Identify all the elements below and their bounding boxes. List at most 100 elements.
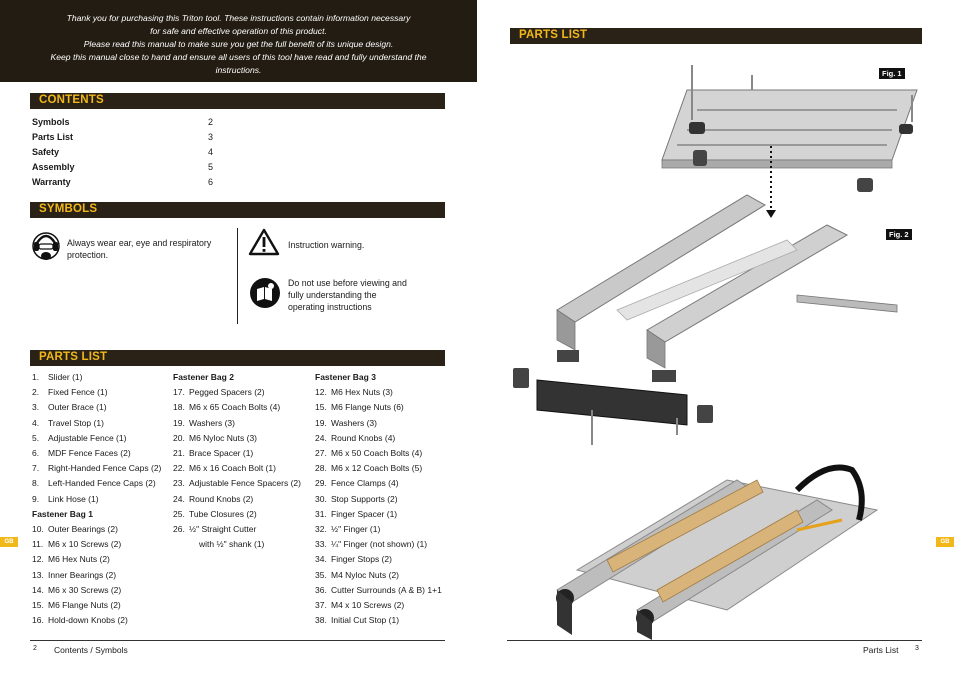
part-name: Adjustable Fence Spacers (2): [189, 478, 301, 489]
part-name: M6 x 12 Coach Bolts (5): [331, 463, 423, 474]
part-number: 36.: [315, 584, 327, 595]
parts-list-item: 36. Cutter Surrounds (A & B) 1+1: [315, 583, 442, 598]
part-name: Round Knobs (4): [331, 432, 396, 443]
parts-list-item: 7.Right-Handed Fence Caps (2): [32, 461, 161, 476]
fastener-bag-heading: Fastener Bag 1: [32, 508, 93, 519]
part-number: 29.: [315, 478, 327, 489]
part-name: M6 Flange Nuts (6): [331, 402, 404, 413]
part-number: 12.: [32, 554, 44, 565]
part-name: with ½" shank (1): [199, 539, 265, 550]
parts-list-item: 24. Round Knobs (2): [173, 492, 301, 507]
part-number: 31.: [315, 508, 327, 519]
contents-label: Parts List: [32, 132, 74, 142]
intro-line: instructions.: [215, 65, 262, 75]
symbols-divider: [237, 228, 238, 324]
contents-heading: CONTENTS: [39, 94, 104, 106]
parts-list-item: 18.M6 x 65 Coach Bolts (4): [173, 400, 301, 415]
part-name: Left-Handed Fence Caps (2): [48, 478, 156, 489]
footer-section-right: Parts List: [863, 645, 899, 655]
part-number: 3.: [32, 402, 40, 413]
part-name: ¼" Finger (not shown) (1): [331, 539, 428, 550]
part-name: Outer Brace (1): [48, 402, 107, 413]
parts-list-item: 38.Initial Cut Stop (1): [315, 613, 442, 628]
parts-list-item: 23.Adjustable Fence Spacers (2): [173, 476, 301, 491]
part-number: 6.: [32, 448, 40, 459]
parts-list-item: 4.Travel Stop (1): [32, 416, 161, 431]
part-number: 27.: [315, 448, 327, 459]
part-name: ½" Straight Cutter: [189, 524, 257, 535]
parts-list-item: 15.M6 Flange Nuts (2): [32, 598, 161, 613]
part-number: 33.: [315, 539, 327, 550]
parts-list-item: 17.Pegged Spacers (2): [173, 385, 301, 400]
part-number: 15.: [315, 402, 327, 413]
part-number: 38.: [315, 615, 327, 626]
exploded-parts-diagram: [513, 65, 918, 640]
right-parts-list-heading: PARTS LIST: [519, 29, 588, 41]
part-name: M6 x 50 Coach Bolts (4): [331, 448, 423, 459]
part-name: M6 x 10 Screws (2): [48, 539, 122, 550]
fastener-bag-heading: Fastener Bag 2: [173, 372, 234, 382]
part-name: M6 Flange Nuts (2): [48, 600, 121, 611]
part-name: M6 x 16 Coach Bolt (1): [189, 463, 276, 474]
part-number: 30.: [315, 493, 327, 504]
part-number: 24.: [173, 493, 185, 504]
part-number: 4.: [32, 417, 40, 428]
part-number: 14.: [32, 584, 44, 595]
part-number: 25.: [173, 508, 185, 519]
hold-down-knobs-illustration: [689, 65, 913, 192]
fastener-bag-heading: Fastener Bag 3: [315, 372, 376, 382]
parts-list-item: 30.Stop Supports (2): [315, 492, 442, 507]
parts-list-heading-bar: PARTS LIST: [30, 350, 445, 366]
part-name: ½" Finger (1): [331, 524, 381, 535]
part-number: 20.: [173, 432, 185, 443]
contents-page: 4: [208, 147, 214, 157]
parts-list-heading: PARTS LIST: [39, 351, 108, 363]
part-name: Pegged Spacers (2): [189, 387, 265, 398]
part-name: M6 x 65 Coach Bolts (4): [189, 402, 281, 413]
part-number: 35.: [315, 569, 327, 580]
read-manual-text: Do not use before viewing and fully unde…: [288, 278, 407, 312]
part-name: Fence Clamps (4): [331, 478, 399, 489]
part-number: 26.: [173, 524, 185, 535]
parts-list-item: 10.Outer Bearings (2): [32, 522, 161, 537]
parts-list-item: 3. Outer Brace (1): [32, 400, 161, 415]
part-number: 8.: [32, 478, 40, 489]
part-name: M6 Hex Nuts (3): [331, 387, 393, 398]
parts-list-item: 20. M6 Nyloc Nuts (3): [173, 431, 301, 446]
part-number: 24.: [315, 432, 327, 443]
part-name: M4 x 10 Screws (2): [331, 600, 405, 611]
parts-list-item: 28.M6 x 12 Coach Bolts (5): [315, 461, 442, 476]
parts-list-item: 2.Fixed Fence (1): [32, 385, 161, 400]
parts-list-item: with ½" shank (1): [173, 537, 301, 552]
part-number: 34.: [315, 554, 327, 565]
symbols-heading: SYMBOLS: [39, 203, 98, 215]
part-name: M6 Nyloc Nuts (3): [189, 432, 258, 443]
part-name: Right-Handed Fence Caps (2): [48, 463, 162, 474]
parts-list-item: 9.Link Hose (1): [32, 492, 161, 507]
read-manual-icon: [250, 278, 280, 308]
part-name: Link Hose (1): [48, 493, 99, 504]
footer-section-left: Contents / Symbols: [54, 645, 128, 655]
outer-brace-illustration: [513, 350, 713, 445]
part-name: Finger Stops (2): [331, 554, 392, 565]
part-number: 21.: [173, 448, 185, 459]
part-name: Cutter Surrounds (A & B) 1+1: [331, 584, 442, 595]
parts-list-item: 33. ¼" Finger (not shown) (1): [315, 537, 442, 552]
parts-list-item: 12.M6 Hex Nuts (2): [32, 552, 161, 567]
contents-page: 6: [208, 177, 214, 187]
parts-list-item: 19.Washers (3): [173, 416, 301, 431]
symbols-heading-bar: SYMBOLS: [30, 202, 445, 218]
intro-line: Keep this manual close to hand and ensur…: [50, 52, 427, 62]
footer-rule-right: [507, 640, 922, 641]
part-name: Fixed Fence (1): [48, 387, 108, 398]
footer-page-number-left: 2: [33, 645, 37, 652]
parts-list-item: 13.Inner Bearings (2): [32, 568, 161, 583]
part-name: Washers (3): [189, 417, 235, 428]
part-number: 19.: [315, 417, 327, 428]
part-name: Round Knobs (2): [189, 493, 254, 504]
parts-list-item: 1.Slider (1): [32, 370, 161, 385]
